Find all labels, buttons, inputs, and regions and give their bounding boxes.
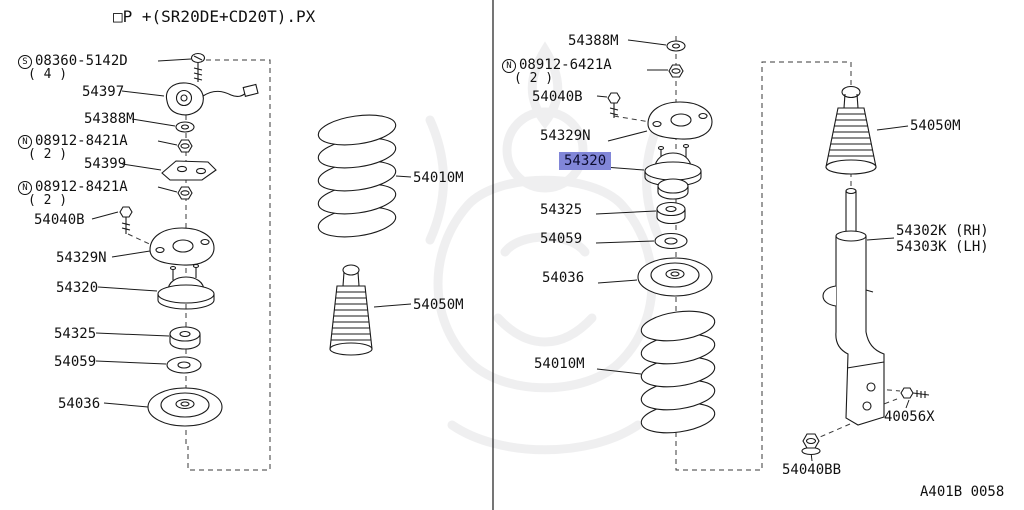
bolt-54040B-right-drawing (607, 92, 621, 118)
nut-08912-8421A-drawing (177, 139, 193, 153)
bolt-54040B-drawing (119, 206, 133, 234)
part-number-text: 08360-5142D (35, 53, 128, 69)
plate-54399-drawing (161, 160, 217, 181)
part-number-text: 08912-8421A (35, 133, 128, 149)
part-label-54303K-LH[interactable]: 54303K (LH) (896, 239, 989, 255)
part-label-54302K-RH[interactable]: 54302K (RH) (896, 223, 989, 239)
support-plate-54329N-right-drawing (647, 101, 713, 140)
part-label-54320-selected[interactable]: 54320 (559, 152, 612, 171)
standard-part-n-badge: N (18, 181, 32, 195)
part-label-40056X[interactable]: 40056X (884, 409, 935, 425)
part-label-54329N-right[interactable]: 54329N (540, 128, 591, 144)
part-label-54050M-right[interactable]: 54050M (910, 118, 961, 134)
bolt-40056X-drawing (900, 387, 930, 399)
standard-part-n-badge: N (502, 59, 516, 73)
spring-seat-54036-drawing (147, 387, 223, 427)
part-label-54036-left[interactable]: 54036 (58, 396, 101, 412)
strut-54302K-drawing (822, 187, 885, 426)
part-label-54050M-left[interactable]: 54050M (413, 297, 464, 313)
diagram-reference-code: A401B 0058 (920, 484, 1005, 500)
nut2-08912-8421A-drawing (177, 186, 193, 200)
part-label-54397[interactable]: 54397 (82, 84, 125, 100)
strut-mount-54320-drawing (157, 263, 215, 310)
strut-mount-54320-right-drawing (644, 143, 702, 200)
part-number-text: 08912-6421A (519, 57, 612, 73)
coil-spring-54010M-right-drawing (640, 310, 716, 434)
screw-drawing (190, 52, 206, 82)
part-label-54040BB[interactable]: 54040BB (782, 462, 842, 478)
bushing-54325-drawing (169, 326, 201, 350)
washer-54388M-right-drawing (666, 40, 686, 52)
standard-part-n-badge: N (18, 135, 32, 149)
part-label-54399[interactable]: 54399 (84, 156, 127, 172)
part-label-54320-left[interactable]: 54320 (56, 280, 99, 296)
part-label-54325-right[interactable]: 54325 (540, 202, 583, 218)
support-plate-54329N-drawing (149, 227, 215, 266)
leader-lines (91, 39, 910, 462)
part-label-54040B-right[interactable]: 54040B (532, 89, 583, 105)
part-label-54059-right[interactable]: 54059 (540, 231, 583, 247)
diagram-header-note: □P +(SR20DE+CD20T).PX (113, 7, 316, 26)
part-qty-08912-8421A-1: ( 2 ) (28, 147, 68, 162)
bracket-54397-drawing (165, 82, 259, 116)
nut-54040BB-drawing (801, 433, 821, 456)
part-label-54040B-left[interactable]: 54040B (34, 212, 85, 228)
washer-54388M-drawing (175, 121, 195, 133)
washer-54059-drawing (166, 356, 202, 374)
watermark-emblem (425, 41, 665, 455)
part-label-54325-left[interactable]: 54325 (54, 326, 97, 342)
part-label-54010M-left[interactable]: 54010M (413, 170, 464, 186)
part-qty-08912-6421A: ( 2 ) (514, 71, 554, 86)
spring-seat-54036-right-drawing (637, 257, 713, 297)
bushing-54325-right-drawing (656, 201, 686, 225)
standard-part-s-badge: S (18, 55, 32, 69)
left-assembly-drawings (119, 52, 397, 427)
part-qty-08360-5142D: ( 4 ) (28, 67, 68, 82)
part-qty-08912-8421A-2: ( 2 ) (28, 193, 68, 208)
boot-54050M-right-drawing (825, 85, 877, 175)
part-label-54010M-right[interactable]: 54010M (534, 356, 585, 372)
washer-54059-right-drawing (654, 232, 688, 250)
assembly-guide-lines (127, 36, 901, 471)
coil-spring-54010M-left-drawing (317, 114, 397, 238)
part-number-text: 08912-8421A (35, 179, 128, 195)
nut-08912-6421A-drawing (668, 64, 684, 78)
part-label-54329N-left[interactable]: 54329N (56, 250, 107, 266)
part-label-54388M-left[interactable]: 54388M (84, 111, 135, 127)
boot-54050M-left-drawing (329, 264, 373, 356)
right-assembly-drawings (607, 40, 930, 456)
part-label-54059-left[interactable]: 54059 (54, 354, 97, 370)
part-label-54388M-right[interactable]: 54388M (568, 33, 619, 49)
part-label-54036-right[interactable]: 54036 (542, 270, 585, 286)
